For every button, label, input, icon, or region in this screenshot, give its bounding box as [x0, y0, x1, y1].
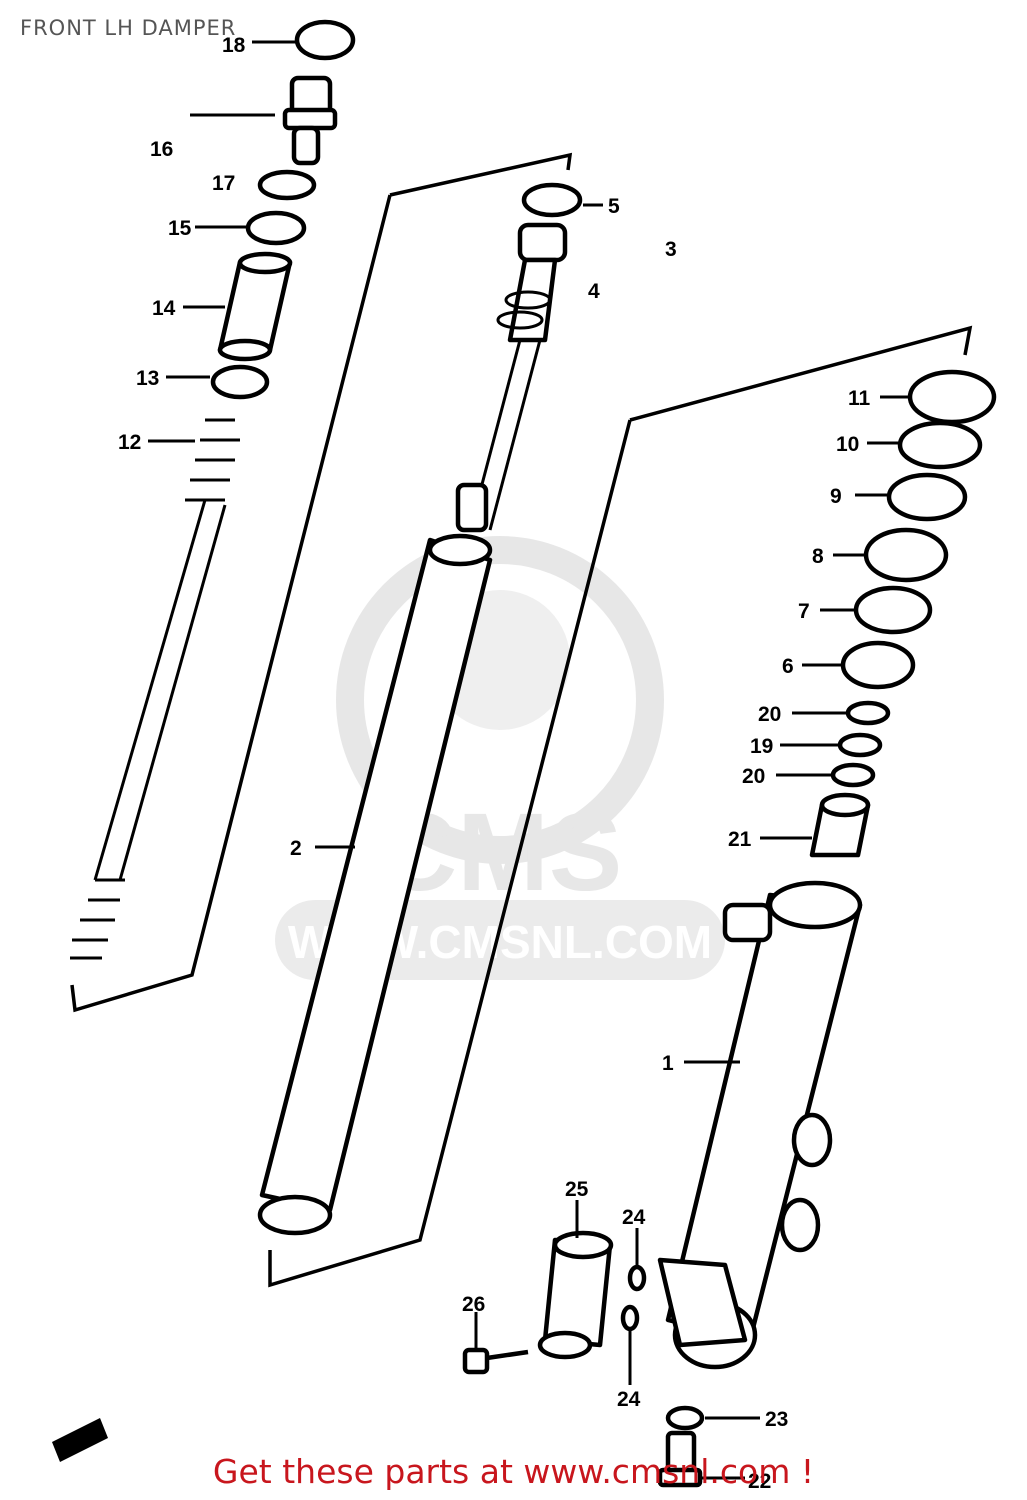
- label-24-upper: 24: [622, 1206, 646, 1229]
- label-14: 14: [152, 297, 176, 320]
- label-9: 9: [830, 485, 842, 508]
- label-8: 8: [812, 545, 824, 568]
- diagram-title: FRONT LH DAMPER: [20, 16, 237, 40]
- part-23-washer[interactable]: [665, 1405, 705, 1431]
- label-25: 25: [565, 1178, 589, 1201]
- part-20-washer-upper[interactable]: [845, 700, 891, 726]
- label-7: 7: [798, 600, 810, 623]
- part-17-o-ring[interactable]: [257, 169, 317, 201]
- part-14-spacer[interactable]: [217, 251, 293, 362]
- part-21-oil-lock-piece[interactable]: [809, 792, 871, 858]
- part-25-axle-holder[interactable]: [537, 1230, 614, 1360]
- frame-outer-tube-right: [268, 419, 632, 1288]
- part-18-cap[interactable]: [294, 19, 356, 61]
- label-20-upper: 20: [758, 703, 781, 726]
- part-24-washer-lower[interactable]: [620, 1304, 640, 1332]
- part-2-inner-tube[interactable]: [257, 533, 493, 1236]
- label-1: 1: [662, 1052, 674, 1075]
- part-9-oil-seal[interactable]: [886, 472, 968, 522]
- part-6-guide-bushing[interactable]: [840, 640, 916, 690]
- part-4-piston-ring[interactable]: [496, 290, 552, 330]
- part-3-damper-rod[interactable]: [455, 222, 568, 533]
- label-20-lower: 20: [742, 765, 765, 788]
- label-23: 23: [765, 1408, 788, 1431]
- part-22-drain-bolt[interactable]: [657, 1430, 703, 1488]
- label-17: 17: [212, 172, 235, 195]
- label-12: 12: [118, 431, 141, 454]
- footer-promo-text: Get these parts at www.cmsnl.com !: [212, 1452, 815, 1491]
- label-4: 4: [588, 280, 600, 303]
- part-8-oil-seal[interactable]: [863, 527, 949, 583]
- part-labels: 18 16 17 15 14 13 12 5 3 4 11 10 9 8 7 6…: [118, 34, 871, 1493]
- label-26: 26: [462, 1293, 485, 1316]
- leader-lines: [148, 40, 910, 1480]
- label-2: 2: [290, 837, 302, 860]
- label-3: 3: [665, 238, 677, 261]
- label-24-lower: 24: [617, 1388, 641, 1411]
- part-16-cap-bolt[interactable]: [282, 75, 338, 166]
- part-26-bolt[interactable]: [462, 1347, 529, 1375]
- frame-spring-group: [70, 194, 392, 1013]
- label-16: 16: [150, 138, 173, 161]
- part-20-washer-lower[interactable]: [830, 762, 876, 788]
- label-10: 10: [836, 433, 859, 456]
- part-24-washer-upper[interactable]: [627, 1264, 647, 1292]
- part-15-washer[interactable]: [245, 210, 307, 246]
- part-11-dust-seal[interactable]: [907, 369, 997, 425]
- part-5-ring[interactable]: [521, 182, 583, 218]
- front-direction-arrow-icon: [52, 1418, 108, 1462]
- part-19-o-ring[interactable]: [837, 732, 883, 758]
- part-12-spring[interactable]: [70, 418, 240, 960]
- label-19: 19: [750, 735, 773, 758]
- label-18: 18: [222, 34, 246, 57]
- part-7-washer[interactable]: [853, 585, 933, 635]
- label-13: 13: [136, 367, 159, 390]
- label-21: 21: [728, 828, 752, 851]
- label-6: 6: [782, 655, 794, 678]
- part-1-outer-tube[interactable]: [657, 880, 863, 1370]
- part-13-spring-seat[interactable]: [210, 364, 270, 400]
- label-11: 11: [848, 387, 871, 410]
- part-10-stopper-ring[interactable]: [897, 420, 983, 470]
- frame-inner-tube: [389, 152, 573, 197]
- label-15: 15: [168, 217, 192, 240]
- label-22: 22: [748, 1470, 771, 1493]
- label-5: 5: [608, 195, 620, 218]
- frame-seals: [629, 325, 973, 422]
